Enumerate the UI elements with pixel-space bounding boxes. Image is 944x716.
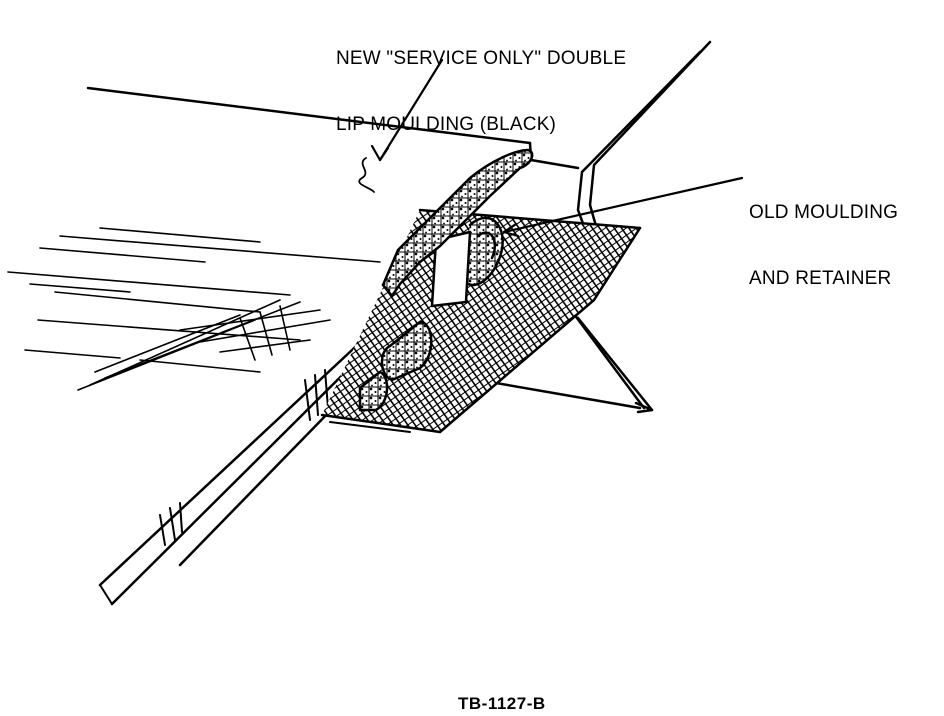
leader-new-moulding	[358, 58, 444, 193]
fastener-rollers	[358, 320, 433, 412]
callout-new-moulding-line1: NEW "SERVICE ONLY" DOUBLE	[336, 48, 627, 69]
callout-old-moulding: OLD MOULDING AND RETAINER	[749, 158, 898, 312]
old-moulding-retainer	[430, 216, 504, 308]
leader-old-moulding	[502, 176, 744, 238]
panel-reflection-lines	[7, 227, 381, 391]
figure-id: TB-1127-B	[458, 694, 546, 713]
support-bracket	[494, 304, 654, 414]
callout-old-moulding-line1: OLD MOULDING	[749, 202, 899, 223]
callout-old-moulding-line2: AND RETAINER	[749, 268, 892, 289]
new-double-lip-moulding	[381, 148, 534, 298]
callout-new-moulding: NEW "SERVICE ONLY" DOUBLE LIP MOULDING (…	[336, 4, 626, 158]
callout-new-moulding-line2: LIP MOULDING (BLACK)	[336, 114, 557, 135]
